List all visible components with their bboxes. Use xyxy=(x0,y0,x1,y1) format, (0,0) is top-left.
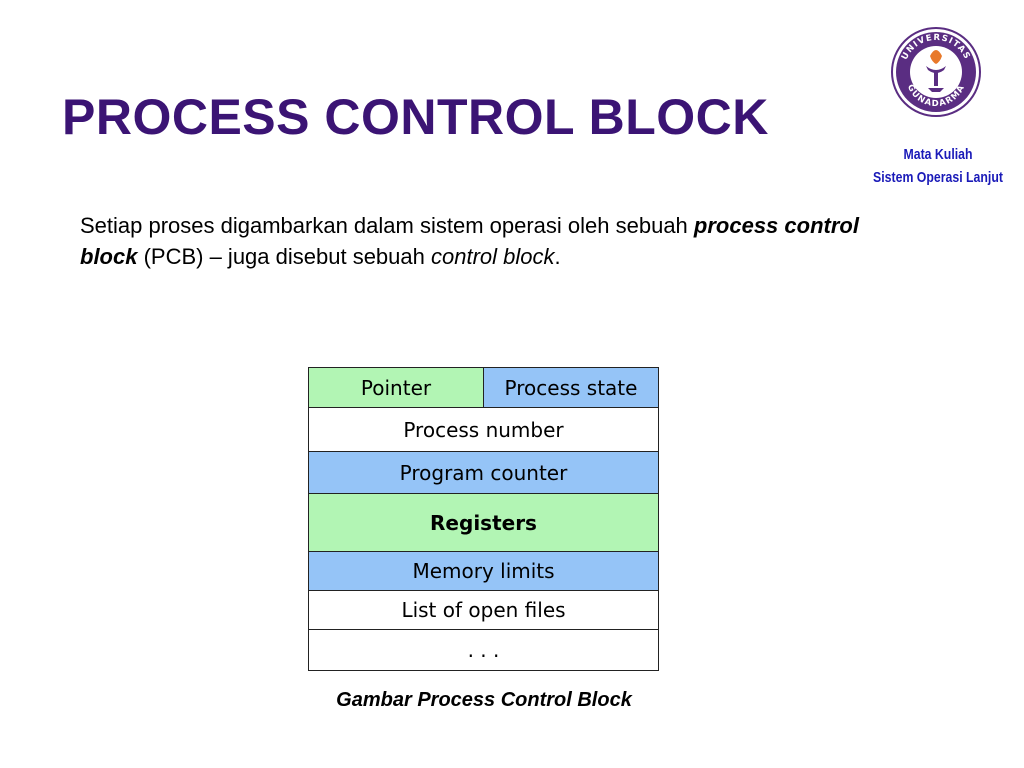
intro-emphasis-pcb: process control block xyxy=(80,213,859,269)
pcb-row-header: Pointer Process state xyxy=(309,368,658,407)
intro-emphasis-control-block: control block xyxy=(430,244,555,269)
pcb-program-counter: Program counter xyxy=(309,451,658,493)
pcb-memory-limits: Memory limits xyxy=(309,551,658,590)
course-title: Sistem Operasi Lanjut xyxy=(873,169,1003,186)
intro-paragraph: Setiap proses digambarkan dalam sistem o… xyxy=(80,210,920,272)
pcb-open-files: List of open files xyxy=(309,590,658,629)
pcb-process-state: Process state xyxy=(484,368,658,407)
intro-text-3: . xyxy=(554,244,561,269)
pcb-ellipsis: . . . xyxy=(309,629,658,670)
pcb-diagram: Pointer Process state Process number Pro… xyxy=(308,367,659,671)
course-label: Mata Kuliah xyxy=(903,146,973,163)
slide-title: PROCESS CONTROL BLOCK xyxy=(62,89,769,145)
course-name: Mata Kuliah Sistem Operasi Lanjut xyxy=(867,143,1008,189)
pcb-pointer: Pointer xyxy=(309,368,484,407)
pcb-registers: Registers xyxy=(309,493,658,551)
figure-caption: Gambar Process Control Block xyxy=(336,689,632,711)
intro-text-1: Setiap proses digambarkan dalam sistem o… xyxy=(80,213,694,238)
pcb-process-number: Process number xyxy=(309,407,658,451)
intro-text-2: (PCB) – juga disebut sebuah xyxy=(137,244,431,269)
university-logo: UNIVERSITAS GUNADARMA xyxy=(890,26,982,118)
